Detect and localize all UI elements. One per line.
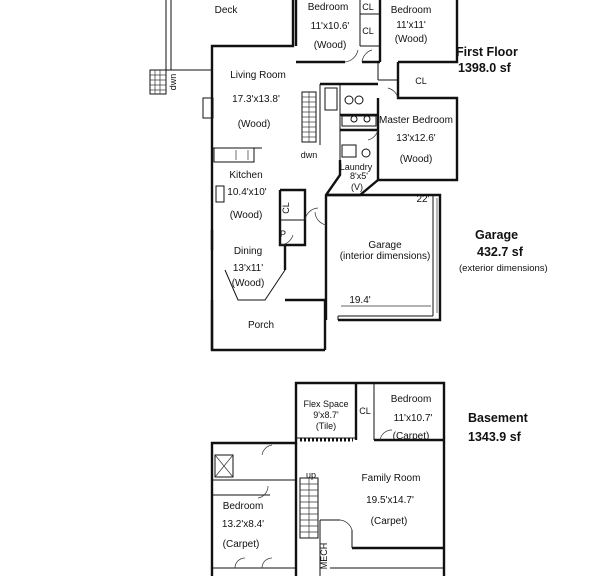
dining-dims: 13'x11' [233,263,263,274]
garage-dimensions [341,198,438,313]
kitchen-floor: (Wood) [230,210,263,221]
first-floor-area: 1398.0 sf [458,61,512,75]
basement-door-arcs [234,429,393,569]
closet-label: CL [362,2,374,12]
bedroom-b-floor: (Wood) [395,34,428,45]
first-floor-stairs [301,91,317,143]
garage-summary: Garage 432.7 sf (exterior dimensions) [459,228,548,274]
master-bedroom-dims: 13'x12.6' [396,133,435,144]
bedroom-b-dims: 11'x11' [396,20,426,31]
master-bedroom-floor: (Wood) [400,154,433,165]
laundry-dims: 8'x5' [350,171,368,181]
mech-label: MECH [319,543,329,570]
closet-label: CL [281,202,291,214]
living-room-floor: (Wood) [238,119,271,130]
basement-bedroom-a-floor: (Carpet) [393,431,430,442]
closet-label: CL [415,76,427,86]
garage-side-dim: 22' [416,194,429,205]
up-label: up [306,470,316,480]
basement-title: Basement [468,411,529,425]
deck [149,0,212,95]
living-room-name: Living Room [230,70,286,81]
basement-plan: Flex Space 9'x8.7' (Tile) CL Bedroom 11'… [210,381,529,576]
garage-bottom-dim: 19.4' [349,295,370,306]
down-label: dwn [168,74,178,91]
basement-bedroom-a-name: Bedroom [391,394,432,405]
family-room-floor: (Carpet) [371,516,408,527]
basement-bedroom-a-dims: 11'x10.7' [394,413,433,424]
bathroom-fixtures [324,87,377,158]
closet-label: CL [362,26,374,36]
bedroom-a-name: Bedroom [308,2,349,13]
first-floor-walls [202,0,459,352]
laundry-name: Laundry [340,162,373,172]
basement-bedroom-b-dims: 13.2'x8.4' [222,519,264,530]
door-arcs [279,49,399,246]
living-room-dims: 17.3'x13.8' [232,94,280,105]
garage-title: Garage [475,228,518,242]
garage-name: Garage [368,240,402,251]
porch-label: Porch [248,320,274,331]
basement-walls [210,381,446,576]
flex-space-name: Flex Space [303,399,348,409]
flex-space-floor: (Tile) [316,421,336,431]
pantry-label: P [280,229,286,239]
laundry-note: (V) [351,182,363,192]
kitchen-dims: 10.4'x10' [227,187,266,198]
deck-stairs [149,69,167,95]
basement-bedroom-b-floor: (Carpet) [223,539,260,550]
basement-stairs [299,477,319,539]
family-room-name: Family Room [362,473,421,484]
garage-exterior-note: (exterior dimensions) [459,263,548,274]
first-floor-title: First Floor [456,45,518,59]
bedroom-a-floor: (Wood) [314,40,347,51]
down-label: dwn [301,150,318,160]
bedroom-a-dims: 11'x10.6' [311,21,350,32]
master-bedroom-name: Master Bedroom [379,115,453,126]
bedroom-b-name: Bedroom [391,5,432,16]
first-floor-plan: Deck Bedroom 11'x10.6' (Wood) CL CL Bedr… [149,0,518,352]
flex-space-dims: 9'x8.7' [313,410,339,420]
closet-label: CL [359,406,371,416]
basement-bedroom-b-name: Bedroom [223,501,264,512]
kitchen-name: Kitchen [229,170,262,181]
family-room-dims: 19.5'x14.7' [366,495,414,506]
dining-name: Dining [234,246,262,257]
deck-label: Deck [215,5,239,16]
basement-area: 1343.9 sf [468,430,522,444]
garage-area: 432.7 sf [477,245,524,259]
dining-floor: (Wood) [232,278,265,289]
garage-note: (interior dimensions) [340,251,431,262]
